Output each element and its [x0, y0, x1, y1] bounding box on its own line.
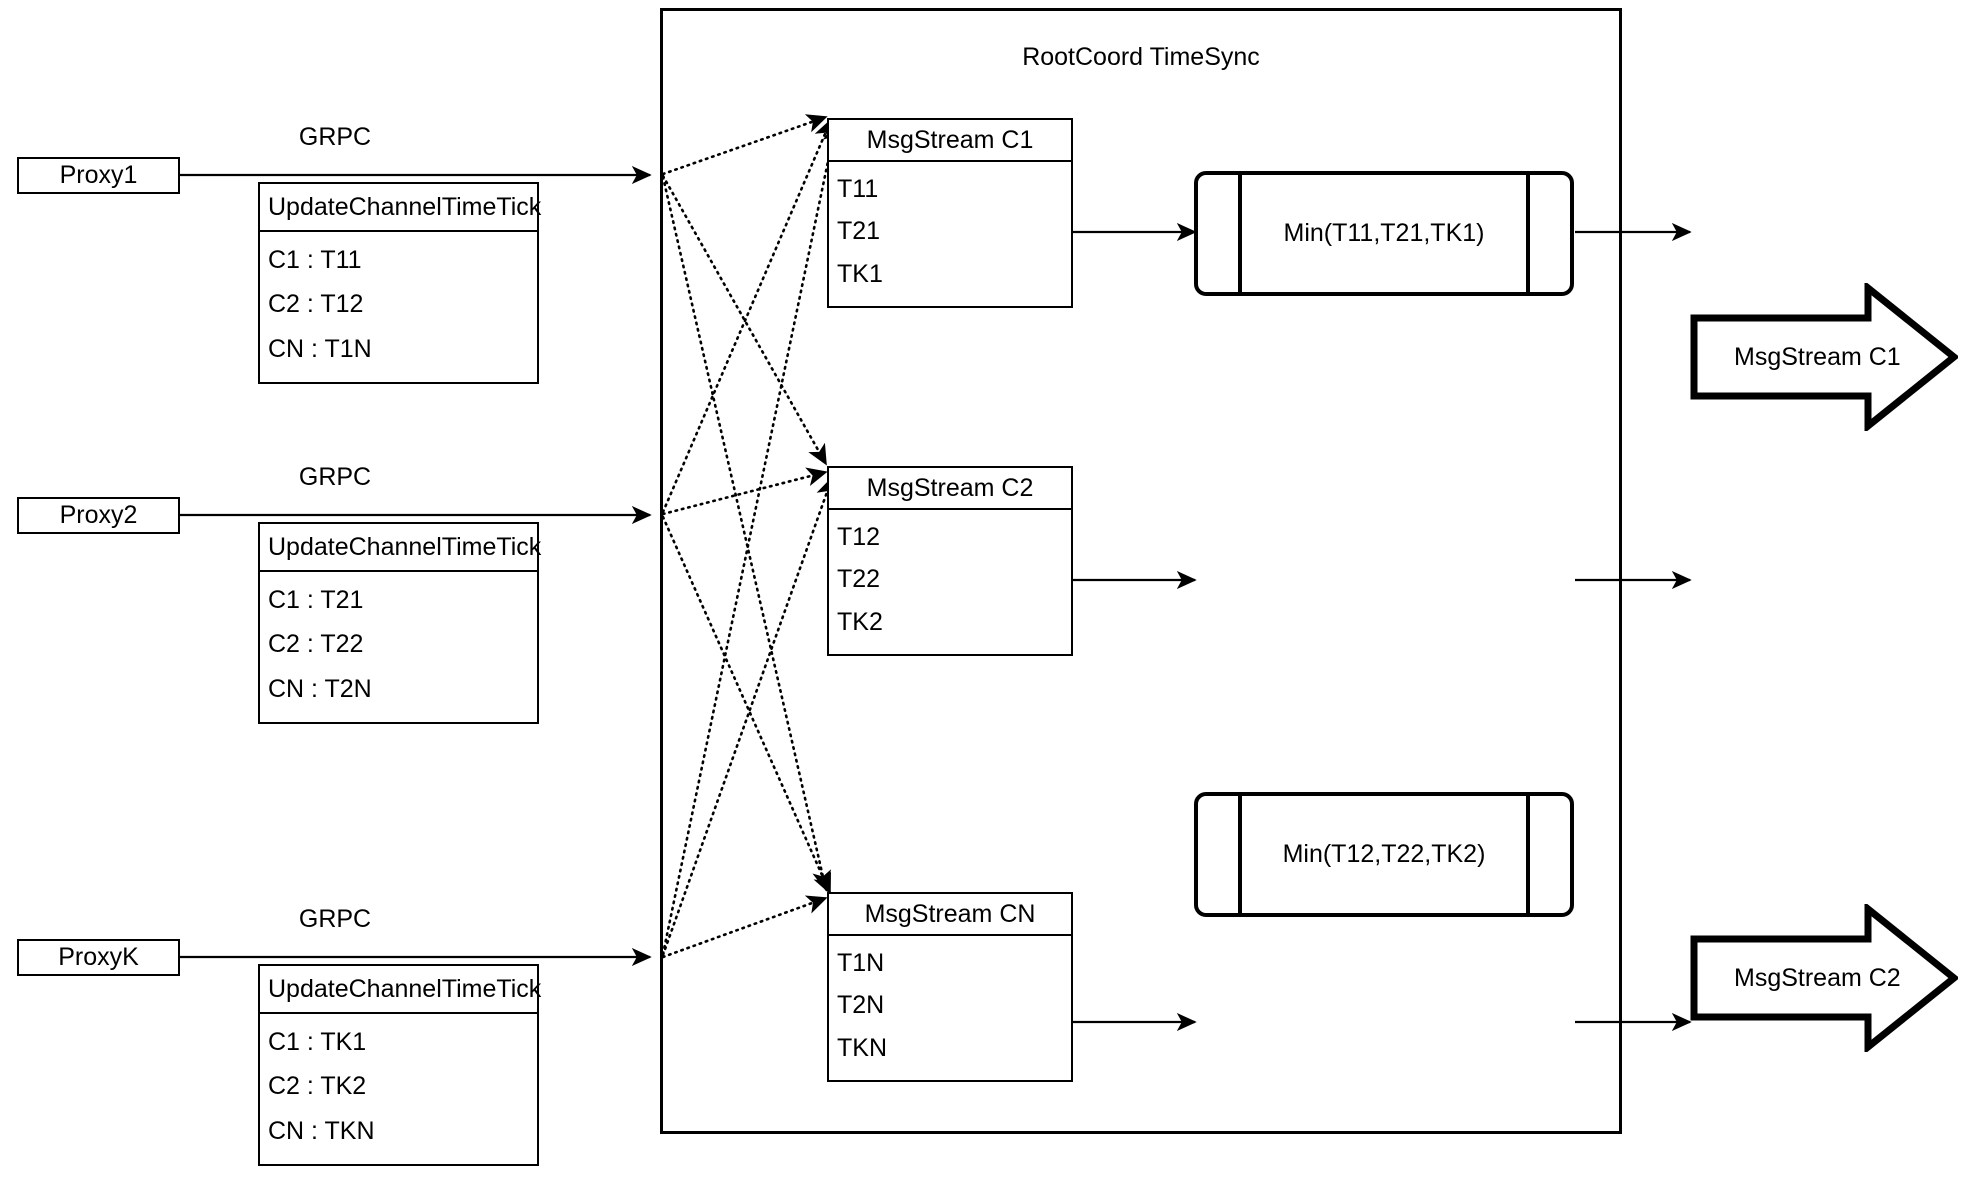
update-channel-timetick-body-1: C1 : T11 C2 : T12 CN : T1N — [260, 232, 537, 382]
msgstream-row: TK2 — [837, 608, 883, 637]
proxy-label-1: Proxy1 — [59, 161, 138, 189]
msgstream-title-c2: MsgStream C2 — [829, 468, 1071, 510]
min-label-c2: Min(T12,T22,TK2) — [1282, 840, 1486, 868]
update-channel-timetick-box-1: UpdateChannelTimeTick C1 : T11 C2 : T12 … — [258, 182, 541, 384]
update-channel-timetick-box-2: UpdateChannelTimeTick C1 : T21 C2 : T22 … — [258, 522, 541, 724]
process-bar-left-icon — [1238, 796, 1242, 913]
timetick-row: C1 : TK1 — [268, 1027, 367, 1056]
msgstream-row: TKN — [837, 1034, 887, 1063]
min-process-c2: Min(T12,T22,TK2) — [1194, 792, 1574, 917]
msgstream-row: T2N — [837, 991, 885, 1020]
msgstream-title-cn: MsgStream CN — [829, 894, 1071, 936]
min-label-c1: Min(T11,T21,TK1) — [1283, 219, 1485, 247]
msgstream-box-c1: MsgStream C1 T11 T21 TK1 — [827, 118, 1073, 308]
timetick-row: C2 : TK2 — [268, 1072, 367, 1101]
msgstream-row: TK1 — [837, 260, 883, 289]
proxy-label-2: Proxy2 — [59, 501, 138, 529]
msgstream-body-cn: T1N T2N TKN — [829, 936, 1071, 1080]
msgstream-body-c1: T11 T21 TK1 — [829, 162, 1071, 306]
rootcoord-timesync-container — [660, 8, 1622, 1134]
output-arrow-c1: MsgStream C1 — [1690, 283, 1958, 431]
msgstream-body-c2: T12 T22 TK2 — [829, 510, 1071, 654]
block-arrow-icon — [1690, 283, 1958, 431]
proxy-label-k: ProxyK — [58, 943, 139, 971]
timetick-row: CN : TKN — [268, 1117, 375, 1146]
process-bar-right-icon — [1526, 796, 1530, 913]
grpc-label-1: GRPC — [298, 123, 372, 151]
block-arrow-icon — [1690, 904, 1958, 1052]
update-channel-timetick-title-k: UpdateChannelTimeTick — [260, 966, 541, 1014]
update-channel-timetick-body-2: C1 : T21 C2 : T22 CN : T2N — [260, 572, 537, 722]
update-channel-timetick-box-k: UpdateChannelTimeTick C1 : TK1 C2 : TK2 … — [258, 964, 541, 1166]
grpc-label-k: GRPC — [298, 905, 372, 933]
process-bar-right-icon — [1526, 175, 1530, 292]
timetick-row: C2 : T12 — [268, 290, 364, 319]
output-arrow-label-c1: MsgStream C1 — [1734, 342, 1901, 371]
timetick-row: CN : T1N — [268, 335, 372, 364]
msgstream-row: T12 — [837, 522, 881, 551]
msgstream-box-cn: MsgStream CN T1N T2N TKN — [827, 892, 1073, 1082]
msgstream-row: T1N — [837, 948, 885, 977]
output-arrow-label-c2: MsgStream C2 — [1734, 963, 1901, 992]
msgstream-title-c1: MsgStream C1 — [829, 120, 1071, 162]
rootcoord-timesync-title: RootCoord TimeSync — [1022, 43, 1260, 71]
msgstream-box-c2: MsgStream C2 T12 T22 TK2 — [827, 466, 1073, 656]
timetick-row: C1 : T11 — [268, 245, 362, 274]
update-channel-timetick-body-k: C1 : TK1 C2 : TK2 CN : TKN — [260, 1014, 537, 1164]
msgstream-row: T11 — [837, 174, 879, 203]
proxy-box-2[interactable]: Proxy2 — [17, 497, 180, 534]
update-channel-timetick-title-2: UpdateChannelTimeTick — [260, 524, 541, 572]
timetick-row: C2 : T22 — [268, 630, 364, 659]
update-channel-timetick-title-1: UpdateChannelTimeTick — [260, 184, 541, 232]
msgstream-row: T22 — [837, 565, 881, 594]
min-process-c1: Min(T11,T21,TK1) — [1194, 171, 1574, 296]
output-arrow-c2: MsgStream C2 — [1690, 904, 1958, 1052]
timetick-row: C1 : T21 — [268, 585, 364, 614]
proxy-box-k[interactable]: ProxyK — [17, 939, 180, 976]
grpc-label-2: GRPC — [298, 463, 372, 491]
process-bar-left-icon — [1238, 175, 1242, 292]
msgstream-row: T21 — [837, 217, 881, 246]
timetick-row: CN : T2N — [268, 675, 372, 704]
proxy-box-1[interactable]: Proxy1 — [17, 157, 180, 194]
